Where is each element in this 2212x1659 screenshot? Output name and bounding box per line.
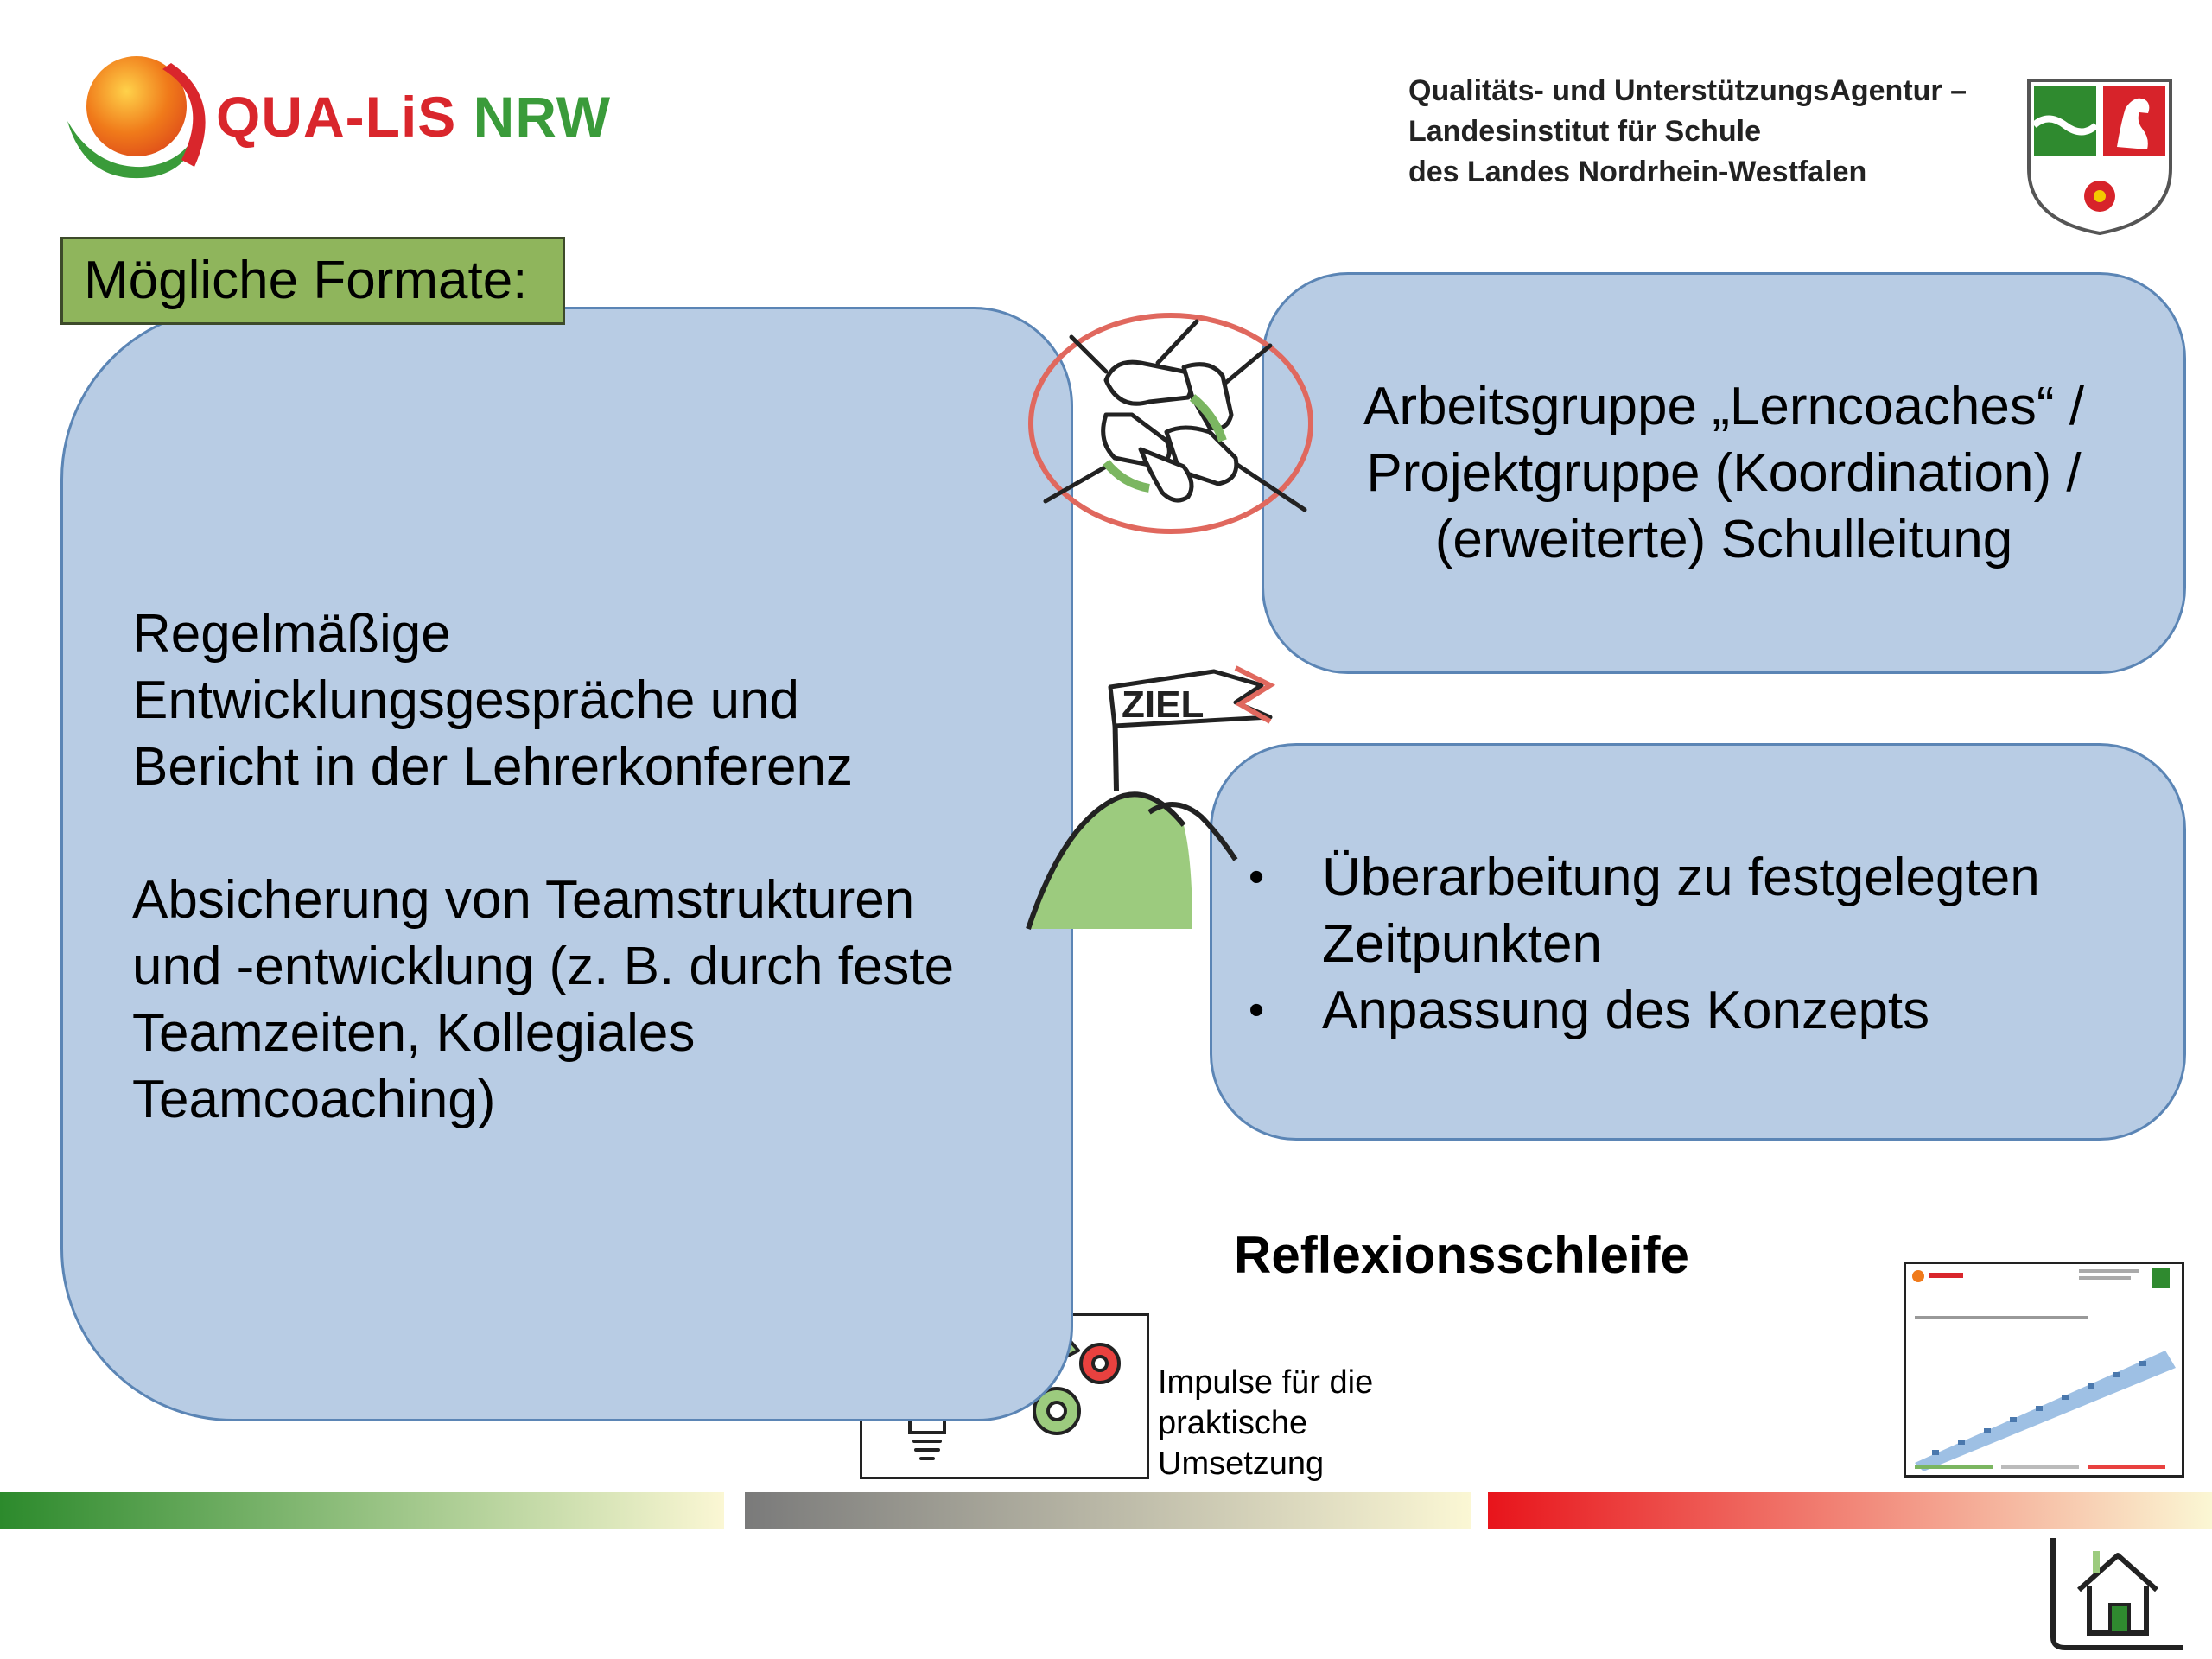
left-para-1-line-2: Entwicklungsgespräche und (132, 671, 800, 730)
logo-qualis: QUA-LiS (216, 85, 457, 149)
teamwork-hands-icon (1028, 313, 1313, 534)
left-para-2-line-4: Teamcoaching) (132, 1070, 496, 1129)
impulse-caption: Impulse für die praktische Umsetzung (1158, 1363, 1417, 1484)
home-icon[interactable] (2044, 1534, 2190, 1653)
logo-wordmark: QUA-LiS NRW (216, 84, 611, 149)
left-para-2-line-2: und -entwicklung (z. B. durch feste (132, 937, 955, 996)
agency-name: Qualitäts- und UnterstützungsAgentur – L… (1408, 71, 2013, 193)
impulse-line-3: Umsetzung (1158, 1446, 1325, 1482)
agency-line-1: Qualitäts- und UnterstützungsAgentur – (1408, 74, 1967, 107)
left-box-text: Regelmäßige Entwicklungsgespräche und Be… (132, 601, 1039, 1133)
impulse-line-1: Impulse für die (1158, 1364, 1374, 1401)
left-para-1-line-1: Regelmäßige (132, 604, 451, 664)
footer-bar-gray (745, 1492, 1471, 1529)
formats-tag: Mögliche Formate: (60, 237, 565, 325)
top-right-line-2: Projektgruppe (Koordination) / (1366, 443, 2082, 503)
left-para-2-line-3: Teamzeiten, Kollegiales (132, 1003, 696, 1063)
bullet-1-line-2: Zeitpunkten (1322, 914, 1602, 974)
left-content-box (60, 307, 1073, 1421)
top-right-line-1: Arbeitsgruppe „Lerncoaches“ / (1363, 377, 2084, 436)
nrw-crest-icon (2027, 79, 2172, 236)
bullet-1-line-1: Überarbeitung zu festgelegten (1322, 848, 2040, 907)
bottom-right-bullet-list: Überarbeitung zu festgelegtenZeitpunkten… (1249, 844, 2164, 1044)
goal-mountain-flag-icon: ZIEL (1026, 665, 1276, 930)
left-para-2-line-1: Absicherung von Teamstrukturen (132, 870, 915, 930)
slide-thumbnail[interactable] (1904, 1262, 2184, 1478)
left-para-2: Absicherung von Teamstrukturen und -entw… (132, 867, 1039, 1133)
top-right-box-text: Arbeitsgruppe „Lerncoaches“ / Projektgru… (1270, 373, 2177, 573)
top-right-line-3: (erweiterte) Schulleitung (1434, 510, 2013, 569)
footer-bar-red (1488, 1492, 2212, 1529)
agency-line-2: Landesinstitut für Schule (1408, 115, 1762, 148)
goal-flag-label: ZIEL (1122, 683, 1204, 726)
agency-line-3: des Landes Nordrhein-Westfalen (1408, 156, 1867, 188)
logo-nrw: NRW (473, 85, 612, 149)
bullet-2-line-1: Anpassung des Konzepts (1322, 981, 1930, 1040)
top-right-content-box (1262, 272, 2186, 674)
left-para-1: Regelmäßige Entwicklungsgespräche und Be… (132, 601, 1039, 800)
bullet-item-adaptation: Anpassung des Konzepts (1249, 977, 2164, 1044)
left-para-1-line-3: Bericht in der Lehrerkonferenz (132, 737, 854, 797)
footer-bar-green (0, 1492, 724, 1529)
slide-thumbnail-image (1912, 1268, 2176, 1471)
impulse-line-2: praktische (1158, 1405, 1308, 1441)
qualis-logo-icon (67, 56, 206, 179)
qualis-logo[interactable]: QUA-LiS NRW (60, 48, 610, 194)
reflection-loop-title: Reflexionsschleife (1234, 1226, 1689, 1284)
